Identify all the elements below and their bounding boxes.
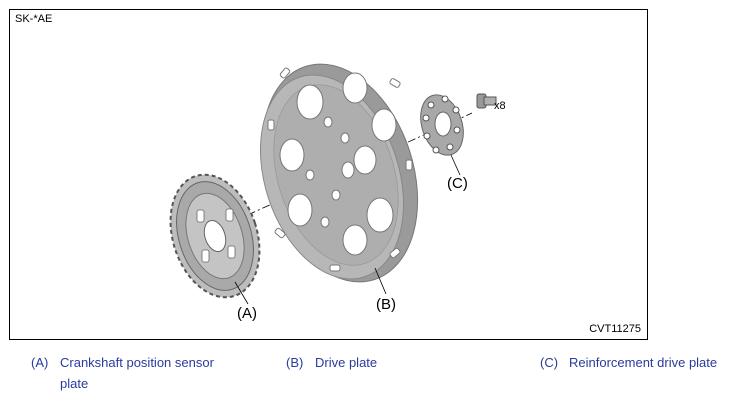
label-b: (B): [376, 296, 396, 313]
leader-line-c: [450, 154, 461, 176]
engine-code-tag: SK-*AE: [15, 13, 53, 25]
legend-item-a: (A) Crankshaft position sensor plate: [31, 352, 214, 394]
figure-id: CVT11275: [589, 323, 641, 335]
leader-line-b: [374, 267, 387, 295]
bolt-quantity: x8: [494, 100, 506, 112]
legend-item-c: (C) Reinforcement drive plate: [540, 352, 717, 373]
reinforcement-plate-drawing: [420, 94, 464, 156]
leader-line-a: [234, 281, 249, 305]
crankshaft-sensor-plate-drawing: [169, 173, 261, 299]
legend-text-c: Reinforcement drive plate: [569, 355, 718, 370]
legend-text-a-line2: plate: [60, 376, 89, 391]
bolt-drawing: [476, 93, 497, 109]
label-a: (A): [237, 305, 257, 322]
drive-plate-drawing: [259, 63, 419, 283]
label-c: (C): [447, 175, 468, 192]
exploded-diagram: [169, 63, 497, 305]
legend-key-b: (B): [286, 355, 304, 370]
legend-key-a: (A): [31, 355, 49, 370]
legend-key-c: (C): [540, 355, 559, 370]
legend-item-b: (B) Drive plate: [286, 352, 377, 373]
legend-text-a-line1: Crankshaft position sensor: [60, 355, 214, 370]
figure-frame: SK-*AE: [9, 9, 648, 340]
legend-text-b: Drive plate: [315, 355, 378, 370]
